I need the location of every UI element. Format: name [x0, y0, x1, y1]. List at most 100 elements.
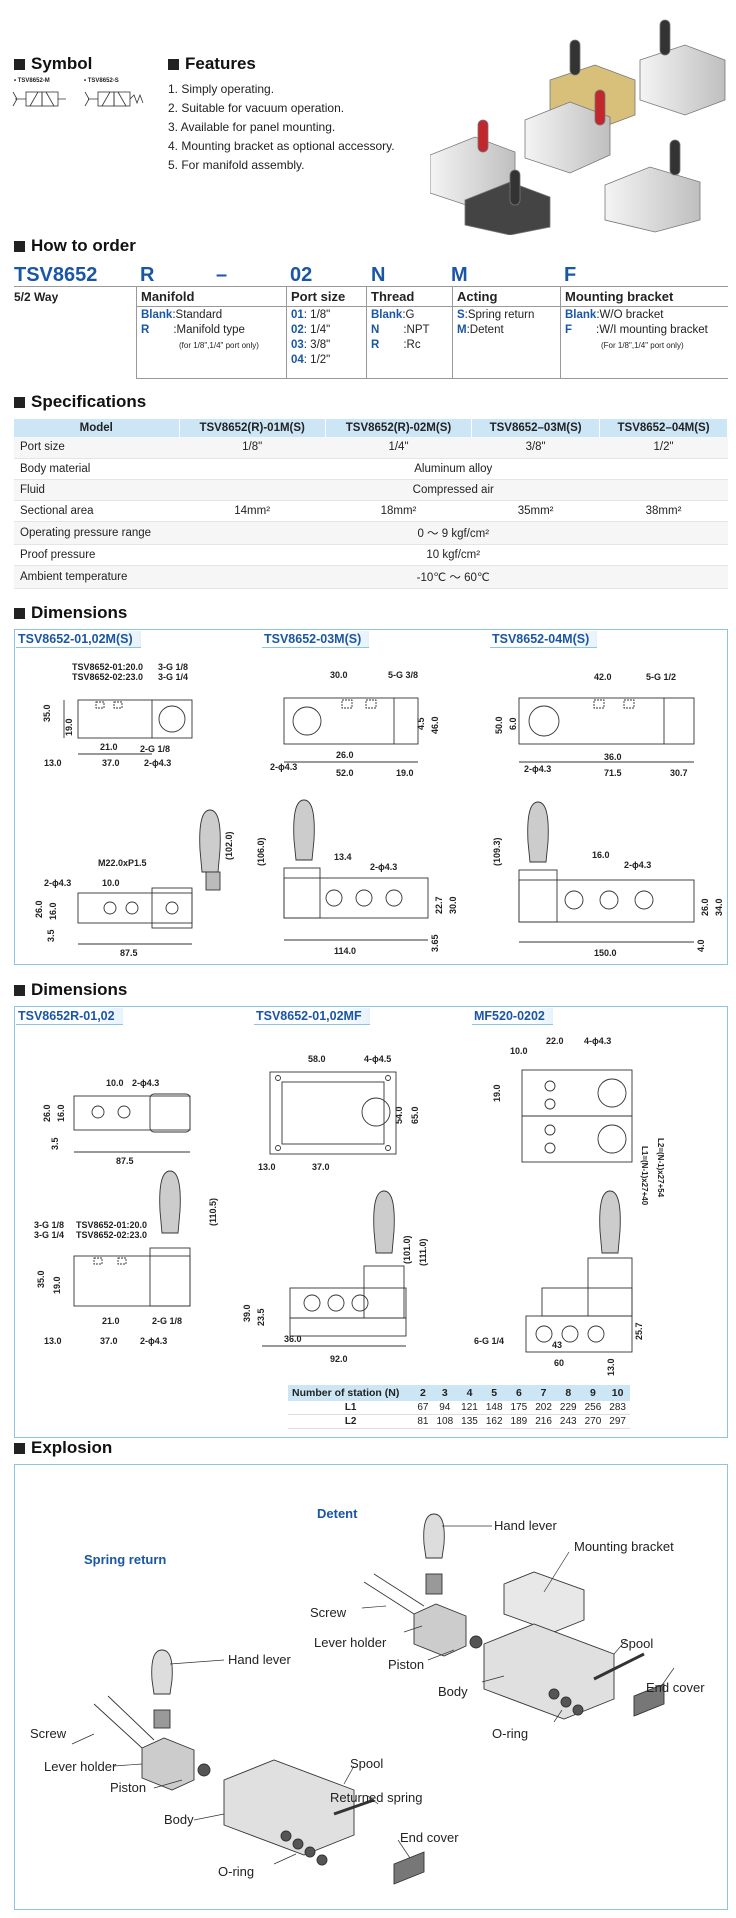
dim-text: (111.0): [418, 1238, 428, 1266]
code-dash: –: [216, 264, 228, 286]
callout-label: O-ring: [492, 1726, 529, 1741]
feature-item: 5. For manifold assembly.: [168, 158, 305, 172]
opt-note: (for 1/8",1/4" port only): [179, 341, 259, 350]
how-to-order-title: How to order: [14, 236, 136, 256]
dim-text: 37.0: [100, 1336, 118, 1346]
order-way: 5/2 Way: [14, 290, 59, 304]
dim-text: 6-G 1/4: [474, 1336, 504, 1346]
opt-key: 01: [291, 309, 304, 321]
opt-value: : 3/8": [303, 339, 331, 351]
explosion-title: Explosion: [14, 1438, 112, 1458]
opt-value: :NPT: [403, 324, 430, 336]
spec-header: TSV8652–04M(S): [599, 419, 728, 437]
dim-text: 39.0: [242, 1304, 252, 1322]
code-acting: M: [451, 264, 468, 286]
dim-text: 65.0: [410, 1106, 420, 1124]
callout-label: End cover: [400, 1830, 459, 1845]
dim-text: 2-ϕ4.3: [624, 860, 651, 870]
col-thread-header: Thread: [367, 287, 452, 307]
callout-label: Lever holder: [44, 1759, 117, 1774]
callout-label: Returned spring: [330, 1790, 423, 1805]
dim-text: 3-G 1/8: [158, 662, 188, 672]
dim-text: 36.0: [284, 1334, 302, 1344]
dim-text: 37.0: [312, 1162, 330, 1172]
dim-text: 87.5: [116, 1156, 134, 1166]
dim-text: 58.0: [308, 1054, 326, 1064]
opt-value: :W/O bracket: [596, 309, 664, 321]
callout-label: Body: [164, 1812, 194, 1827]
dim-text: 4-ϕ4.5: [364, 1054, 391, 1064]
dim-text: 13.0: [44, 758, 62, 768]
dim-text: 2-ϕ4.3: [270, 762, 297, 772]
dim-text: (109.3): [492, 837, 502, 866]
code-series: TSV8652: [14, 264, 98, 286]
callout-label: Lever holder: [314, 1635, 387, 1650]
dimensions-title-2: Dimensions: [14, 980, 127, 1000]
dim-text: 50.0: [494, 716, 504, 734]
spring-return-title: Spring return: [84, 1552, 167, 1567]
dimensions-box-1: [14, 629, 728, 965]
dim-text: 26.0: [42, 1104, 52, 1122]
dim-text: 30.7: [670, 768, 688, 778]
col-bracket-header: Mounting bracket: [561, 287, 728, 307]
dim-text: 30.0: [330, 670, 348, 680]
spec-header: TSV8652(R)-01M(S): [179, 419, 326, 437]
dim-text: 19.0: [52, 1276, 62, 1294]
dim-text: 13.0: [44, 1336, 62, 1346]
opt-key: M: [457, 324, 467, 336]
dim-text: 2-ϕ4.3: [140, 1336, 167, 1346]
callout-label: O-ring: [218, 1864, 255, 1879]
dim-text: 13.4: [334, 852, 352, 862]
dim-text: TSV8652-02:23.0: [72, 672, 143, 682]
dim-text: 22.0: [546, 1036, 564, 1046]
dim-text: 26.0: [700, 898, 710, 916]
table-row: Port size 1/8" 1/4" 3/8" 1/2": [14, 437, 728, 459]
dim-text: 3.5: [46, 929, 56, 942]
opt-key: R: [371, 339, 380, 351]
callout-label: Piston: [388, 1657, 425, 1672]
opt-value: : 1/8": [303, 309, 331, 321]
feature-item: 3. Available for panel mounting.: [168, 120, 336, 134]
callout-label: Spool: [620, 1636, 654, 1651]
dim-text: 3.5: [50, 1137, 60, 1150]
dim-text: 4.0: [696, 939, 706, 952]
dim-text: 26.0: [34, 900, 44, 918]
callout-label: Hand lever: [494, 1518, 557, 1533]
callout-label: Body: [438, 1684, 468, 1699]
spec-header: TSV8652–03M(S): [471, 419, 601, 437]
dim-text: 16.0: [56, 1104, 66, 1122]
specifications-title: Specifications: [14, 392, 146, 412]
symbol-m-label: • TSV8652-M: [14, 78, 50, 84]
dim-text: (110.5): [208, 1198, 218, 1226]
code-bracket: F: [564, 264, 577, 286]
dim-text: 2-G 1/8: [140, 744, 170, 754]
callout-label: Piston: [110, 1780, 147, 1795]
opt-value: :Standard: [172, 309, 223, 321]
opt-value: : 1/2": [303, 354, 331, 366]
dim-text: (101.0): [402, 1235, 412, 1264]
dim-text: 3.65: [430, 934, 440, 952]
dim-text: 10.0: [510, 1046, 528, 1056]
dim-text: TSV8652-01:20.0: [76, 1220, 147, 1230]
col-manifold-header: Manifold: [137, 287, 286, 307]
dim-text: 21.0: [100, 742, 118, 752]
dim-text: 26.0: [336, 750, 354, 760]
dim-text: TSV8652-01:20.0: [72, 662, 143, 672]
callout-label: End cover: [646, 1680, 705, 1695]
callout-label: Screw: [310, 1605, 347, 1620]
valve-symbol-icon: [12, 91, 144, 107]
dim-text: 2-ϕ4.3: [524, 764, 551, 774]
dim-text: 52.0: [336, 768, 354, 778]
opt-value: :W/I mounting bracket: [596, 324, 708, 336]
dim-text: 22.7: [434, 896, 444, 914]
dim-text: 19.0: [396, 768, 414, 778]
dim-text: 2-G 1/8: [152, 1316, 182, 1326]
opt-value: :G: [402, 309, 415, 321]
dim-text: 36.0: [604, 752, 622, 762]
